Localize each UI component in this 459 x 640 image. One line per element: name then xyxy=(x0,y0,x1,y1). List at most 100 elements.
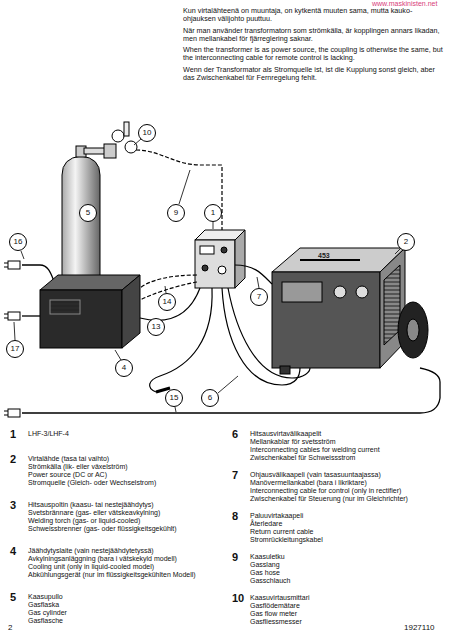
item-line: Gasflasche xyxy=(28,617,67,625)
item-line: Interconnecting cables for welding curre… xyxy=(250,446,380,454)
plug xyxy=(4,411,8,415)
callout-number: 7 xyxy=(250,288,268,306)
legend-item: 8PaluuvirtakaapeliÅterledareReturn curre… xyxy=(232,510,447,544)
gas-regulator xyxy=(125,141,137,153)
power-source xyxy=(398,302,428,358)
mains-cable xyxy=(22,368,440,413)
item-line: Zwischenkabel für Schweissstrom xyxy=(250,454,380,462)
gas-hose xyxy=(136,150,222,231)
item-line: Avkylningsanläggning (bara i vätskekyld … xyxy=(28,555,196,563)
plug xyxy=(4,314,8,318)
item-line: Jäähdytyslaite (vain nestejäähdytetyssä) xyxy=(28,547,196,555)
cables xyxy=(140,275,197,288)
gas-regulator xyxy=(104,144,116,158)
document-number: 1927110 xyxy=(404,623,435,632)
item-line: Gasfliessmesser xyxy=(250,618,310,626)
item-line: Gas flow meter xyxy=(250,610,310,618)
item-line: Gasslang xyxy=(250,561,290,569)
item-number: 6 xyxy=(232,428,250,462)
power-source xyxy=(272,272,380,368)
cables xyxy=(140,288,200,320)
item-line: Ohjausvälikaapeli (vain tasasuuntaajassa… xyxy=(250,471,408,479)
legend-item: 4Jäähdytyslaite (vain nestejäähdytetyssä… xyxy=(10,545,225,579)
gas-regulator xyxy=(124,122,129,136)
plug xyxy=(8,312,20,320)
item-line: Abkühlungsgerät (nur im flüssigkeitsgekü… xyxy=(28,571,196,579)
item-line: Cooling unit (only in liquid-cooled mode… xyxy=(28,563,196,571)
power-source xyxy=(300,259,360,261)
leader-line xyxy=(218,376,238,393)
item-line: Stromrückleitungskabel xyxy=(250,536,323,544)
callout-number: 4 xyxy=(115,359,133,377)
leader-line xyxy=(175,407,176,412)
wire-feeder xyxy=(200,246,214,254)
item-text: Jäähdytyslaite (vain nestejäähdytetyssä)… xyxy=(28,545,196,579)
item-line: LHF-3/LHF-4 xyxy=(28,430,69,438)
legend-column: 6HitsausvirtavälikaapelitMellankablar fö… xyxy=(232,428,447,633)
legend-item: 9KaasuletkuGasslangGas hoseGasschlauch xyxy=(232,551,447,585)
item-text: Virtalähde (tasa tai vaihto)Strömkälla (… xyxy=(28,453,156,487)
cooling-unit xyxy=(40,290,122,348)
item-line: Power source (DC or AC) xyxy=(28,471,156,479)
callout-number: 1 xyxy=(204,204,222,222)
item-text: KaasupulloGasflaskaGas cylinderGasflasch… xyxy=(28,591,67,625)
cooling-unit xyxy=(50,300,80,314)
leader-line xyxy=(395,249,400,254)
legend-item: 1LHF-3/LHF-4 xyxy=(10,428,225,441)
callout-number: 2 xyxy=(397,233,415,251)
legend-item: 3Hitsauspoltin (kaasu- tai nestejäähdyty… xyxy=(10,499,225,533)
item-line: Kaasuvirtausmittari xyxy=(250,594,310,602)
item-line: Kaasuletku xyxy=(250,553,290,561)
cooling-unit xyxy=(40,275,140,348)
callout-number: 9 xyxy=(167,204,185,222)
cables xyxy=(235,265,272,284)
item-line: Gas cylinder xyxy=(28,609,67,617)
item-number: 3 xyxy=(10,499,28,533)
leader-line xyxy=(179,170,190,204)
item-line: Zwischenkabel für Steuerung (nur im Glei… xyxy=(250,495,408,503)
legend-item: 2Virtalähde (tasa tai vaihto)Strömkälla … xyxy=(10,453,225,487)
gas-regulator xyxy=(112,130,124,142)
gas-hose xyxy=(136,150,222,231)
power-source xyxy=(280,366,290,374)
power-source xyxy=(407,319,419,341)
wire-feeder xyxy=(195,240,235,288)
item-text: LHF-3/LHF-4 xyxy=(28,428,69,441)
leader-line xyxy=(14,322,15,340)
callout-number: 15 xyxy=(165,389,183,407)
legend-item: 5KaasupulloGasflaskaGas cylinderGasflasc… xyxy=(10,591,225,625)
cables xyxy=(228,288,310,378)
item-line: Återledare xyxy=(250,520,323,528)
gas-cylinder xyxy=(84,148,106,154)
item-line: Hitsausvirtavälikaapelit xyxy=(250,430,380,438)
leader-line xyxy=(213,222,214,229)
item-text: KaasuvirtausmittariGasflödemätareGas flo… xyxy=(250,592,310,626)
item-line: Interconnecting cable for control (only … xyxy=(250,487,408,495)
item-line: Hitsauspoltin (kaasu- tai nestejäähdytys… xyxy=(28,501,177,509)
item-line: Kaasupullo xyxy=(28,593,67,601)
gas-regulator xyxy=(104,122,137,158)
leader-line xyxy=(257,277,259,288)
item-line: Stromquelle (Gleich- oder Wechselstrom) xyxy=(28,479,156,487)
cables xyxy=(140,265,310,392)
callout-number: 10 xyxy=(138,124,156,142)
item-line: Strömkälla (lik- eller växelström) xyxy=(28,463,156,471)
wire-feeder xyxy=(218,266,226,274)
watermark: www.maskinisten.net xyxy=(372,0,437,7)
plug xyxy=(4,261,20,417)
item-text: Ohjausvälikaapeli (vain tasasuuntaajassa… xyxy=(250,469,408,503)
legend-item: 6HitsausvirtavälikaapelitMellankablar fö… xyxy=(232,428,447,462)
plug xyxy=(8,409,20,417)
power-source xyxy=(272,248,428,374)
wire-feeder xyxy=(195,230,245,288)
callout-number: 16 xyxy=(9,233,27,251)
mains-cable xyxy=(22,315,40,316)
page-number: 2 xyxy=(8,623,12,632)
item-text: PaluuvirtakaapeliÅterledareReturn curren… xyxy=(250,510,323,544)
cables xyxy=(150,288,213,392)
item-line: Svetsbrännare (gas- eller vätskeavkylnin… xyxy=(28,509,177,517)
item-line: Gasflödemätare xyxy=(250,602,310,610)
item-line: Welding torch (gas- or liquid-cooled) xyxy=(28,517,177,525)
item-text: KaasuletkuGasslangGas hoseGasschlauch xyxy=(250,551,290,585)
